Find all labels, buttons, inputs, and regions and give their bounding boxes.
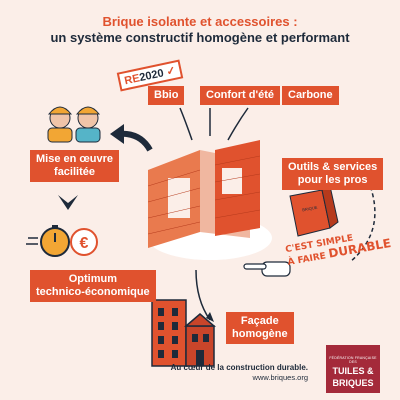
- label-confort: Confort d'été: [200, 86, 280, 105]
- logo-small-text: FÉDÉRATION FRANÇAISE DES: [329, 356, 377, 364]
- label-optimum: Optimum technico-économique: [30, 270, 156, 302]
- buildings-icon: [151, 299, 217, 367]
- brick-walls-icon: [147, 140, 272, 260]
- label-outils: Outils & services pour les pros: [282, 158, 384, 190]
- facade-line2: homogène: [232, 328, 288, 340]
- logo-line1: TUILES &: [332, 366, 374, 376]
- label-mise-en-oeuvre: Mise en œuvre facilitée: [30, 150, 120, 182]
- pointing-hand-icon: [243, 261, 291, 277]
- svg-text:BRIQUE: BRIQUE: [302, 205, 318, 213]
- optimum-line1: Optimum: [68, 273, 117, 285]
- arrows-up-icon: [179, 107, 249, 141]
- facade-arrow-icon: [195, 269, 211, 321]
- footer: Au cœur de la construction durable. www.…: [171, 363, 308, 383]
- re2020-number: 2020: [138, 67, 165, 85]
- check-icon: ✓: [165, 64, 177, 79]
- brick-sample-icon: BRIQUE: [289, 185, 339, 237]
- svg-text:€: €: [80, 235, 89, 252]
- label-carbone: Carbone: [282, 86, 339, 105]
- label-facade: Façade homogène: [226, 312, 294, 344]
- logo-line2: BRIQUES: [332, 378, 374, 388]
- outils-line2: pour les pros: [297, 174, 368, 186]
- stopwatch-euro-icon: €: [26, 225, 98, 257]
- curved-arrow-icon: [110, 124, 153, 152]
- workers-icon: [47, 106, 101, 143]
- label-bbio: Bbio: [148, 86, 185, 105]
- down-arrow-icon: [58, 195, 78, 210]
- mise-line1: Mise en œuvre: [36, 153, 114, 165]
- ffbt-logo: FÉDÉRATION FRANÇAISE DES TUILES & BRIQUE…: [326, 345, 380, 393]
- facade-line1: Façade: [240, 315, 279, 327]
- footer-url[interactable]: www.briques.org: [252, 373, 308, 382]
- outils-line1: Outils & services: [288, 161, 378, 173]
- mise-line2: facilitée: [54, 166, 95, 178]
- optimum-line2: technico-économique: [36, 286, 150, 298]
- footer-tagline: Au cœur de la construction durable.: [170, 363, 308, 372]
- page-subtitle: un système constructif homogène et perfo…: [50, 30, 350, 45]
- page-title: Brique isolante et accessoires :: [102, 14, 298, 29]
